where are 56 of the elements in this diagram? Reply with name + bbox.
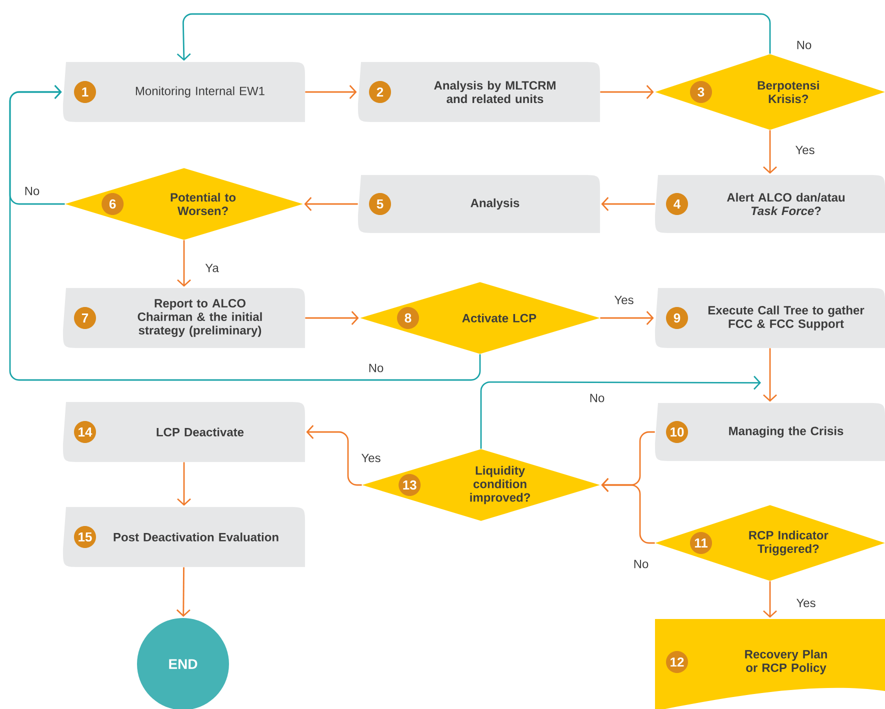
step-number: 9 [666, 307, 688, 329]
edge-label: Ya [204, 262, 220, 274]
step-number: 4 [666, 193, 688, 215]
step-number: 5 [369, 193, 391, 215]
arrow [177, 462, 191, 506]
step-label: Activate LCP [462, 314, 536, 322]
step-label: Monitoring Internal EW1 [136, 86, 264, 98]
arrow [601, 197, 655, 211]
step-number: 10 [666, 421, 688, 443]
arrow [600, 85, 654, 99]
step-label: Potential to Worsen? [170, 192, 236, 216]
edge-label: Yes [795, 598, 817, 608]
step-number: 13 [398, 474, 421, 496]
edge-label: Yes [794, 144, 816, 156]
arrow [480, 376, 762, 449]
arrow [177, 240, 191, 287]
step-number: 8 [397, 307, 419, 329]
step-label: RCP Indicator Triggered? [749, 530, 828, 556]
step-label: Managing the Crisis [729, 426, 844, 438]
step-number: 7 [74, 307, 96, 329]
step-label: Report to ALCO Chairman & the initial strategy (preliminary) [138, 299, 262, 337]
arrow [763, 348, 777, 402]
arrow [763, 130, 777, 174]
step-label: Analysis [470, 198, 520, 210]
arrow [176, 13, 771, 61]
step-label: Recovery Plan or RCP Policy [745, 650, 827, 674]
arrow [305, 85, 357, 99]
step-label: Analysis by MLTCRM and related units [434, 80, 556, 104]
edge-label: No [795, 40, 813, 50]
edge-label: No [632, 558, 650, 570]
step-number: 12 [666, 651, 688, 673]
step-number: 3 [690, 81, 712, 103]
step-number: 6 [102, 193, 124, 215]
arrow [600, 311, 654, 325]
step-number: 11 [690, 532, 712, 554]
arrow [9, 85, 481, 381]
edge-label: No [367, 362, 385, 374]
arrow [305, 311, 359, 325]
step-label: Execute Call Tree to gather FCC & FCC Support [708, 306, 864, 330]
step-label: Berpotensi Krisis? [758, 80, 819, 104]
edge-label: Yes [613, 294, 635, 306]
edge-label: Yes [360, 452, 382, 464]
step-label: Liquidity condition improved? [470, 466, 530, 504]
edge-label: No [588, 392, 606, 404]
step-number: 1 [74, 81, 96, 103]
edge-label: No [23, 186, 41, 196]
step-label: Post Deactivation Evaluation [114, 532, 278, 542]
step-label: LCP Deactivate [156, 428, 244, 436]
arrow [763, 581, 777, 618]
arrow [304, 197, 358, 211]
step-label: Alert ALCO dan/atau Task Force? [726, 192, 845, 216]
arrow [601, 478, 655, 544]
step-number: 15 [74, 526, 96, 548]
step-number: 2 [369, 81, 391, 103]
step-number: 14 [74, 421, 96, 443]
arrow [176, 567, 190, 617]
